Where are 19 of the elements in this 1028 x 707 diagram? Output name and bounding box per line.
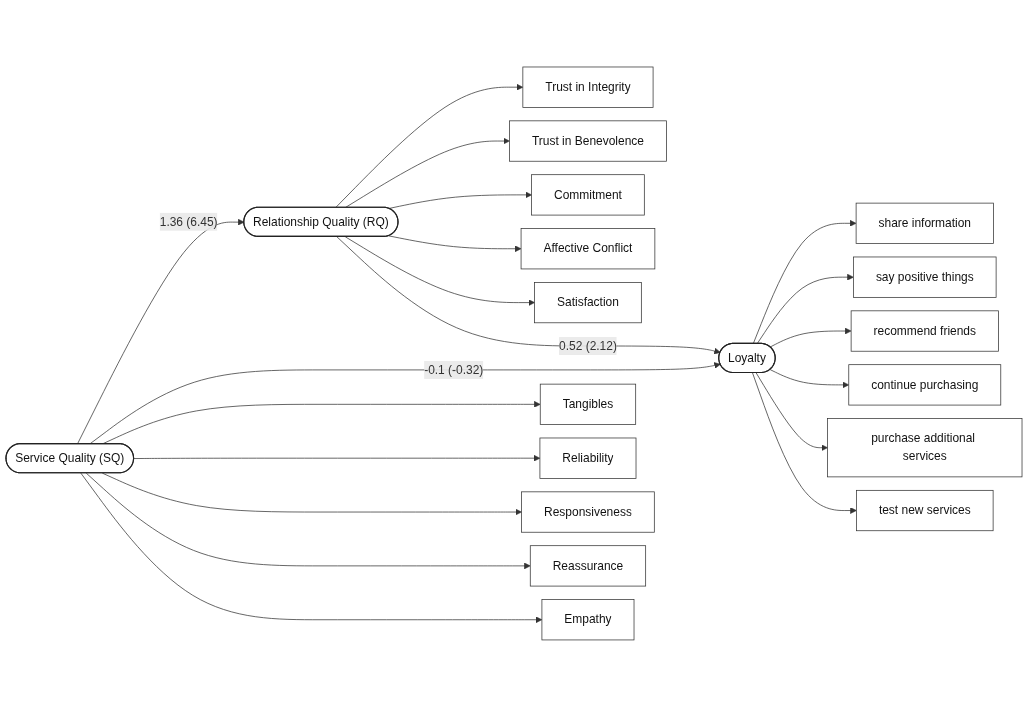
- node-box: Affective Conflict: [520, 228, 656, 270]
- node-box: Empathy: [541, 599, 635, 641]
- node-box: continue purchasing: [848, 364, 1002, 406]
- node-box: test new services: [856, 490, 994, 532]
- node-box: Commitment: [531, 174, 645, 216]
- node-box: Reassurance: [529, 545, 647, 587]
- node-box: Tangibles: [539, 383, 637, 425]
- edge-label: 1.36 (6.45): [159, 215, 218, 228]
- node-box: Trust in Benevolence: [509, 120, 667, 162]
- node-box: Satisfaction: [534, 282, 642, 324]
- node-box: Trust in Integrity: [522, 66, 654, 108]
- node-box: say positive things: [853, 256, 997, 298]
- edge-label: 0.52 (2.12): [559, 339, 617, 352]
- node-box: Responsiveness: [521, 491, 655, 533]
- node-box: share information: [855, 202, 994, 244]
- node-box: purchase additional services: [827, 418, 1023, 478]
- node-box: Reliability: [539, 437, 637, 479]
- edge-label: -0.1 (-0.32): [424, 363, 484, 376]
- node-box: recommend friends: [850, 310, 999, 352]
